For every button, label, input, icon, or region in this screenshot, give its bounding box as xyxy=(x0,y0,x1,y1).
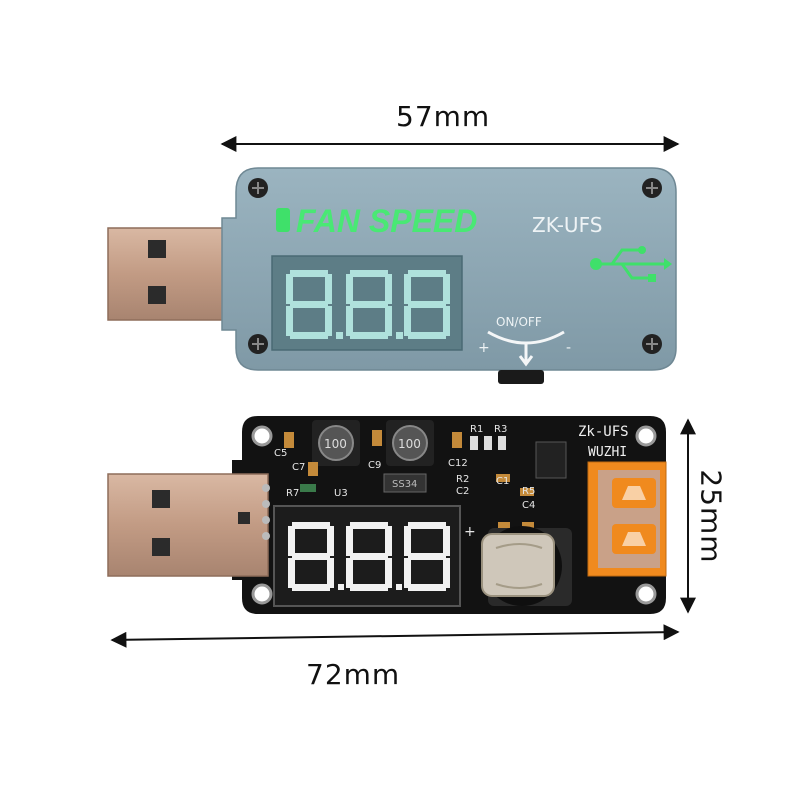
svg-text:C1: C1 xyxy=(496,476,509,487)
svg-text:+: + xyxy=(464,524,476,540)
bottom-device: 100 100 SS34 C5 C7 C9 C12 R7 xyxy=(107,416,696,614)
svg-text:C4: C4 xyxy=(522,500,535,511)
silkscreen-labels: C5 C7 C9 C12 R7 U3 R1 R3 R2 C1 C2 R5 C4 … xyxy=(274,424,535,540)
svg-text:R1: R1 xyxy=(470,424,483,435)
brand-label: WUZHI xyxy=(588,445,627,460)
screw-icon xyxy=(642,334,662,354)
svg-text:R2: R2 xyxy=(456,474,469,485)
diode-label: SS34 xyxy=(392,479,417,490)
inductor: 100 xyxy=(312,420,360,466)
screw-icon xyxy=(642,178,662,198)
top-model-label: ZK-UFS xyxy=(532,213,602,237)
potentiometer-knob[interactable] xyxy=(481,526,572,606)
svg-text:R3: R3 xyxy=(494,424,507,435)
seven-segment-digits xyxy=(288,522,450,591)
bottom-width-label: 72mm xyxy=(306,658,401,691)
ic-chip xyxy=(535,441,567,479)
top-device: FAN SPEED ZK-UFS xyxy=(107,167,677,384)
svg-text:C9: C9 xyxy=(368,460,381,471)
fan-speed-title: FAN SPEED xyxy=(296,203,477,239)
svg-text:R5: R5 xyxy=(522,486,535,497)
svg-text:U3: U3 xyxy=(334,488,348,499)
usb-plug-bottom xyxy=(107,473,269,577)
svg-text:C12: C12 xyxy=(448,458,468,469)
bottom-dimension-arrow xyxy=(110,624,680,648)
switch-label: ON/OFF xyxy=(496,315,542,329)
plus-sign: + xyxy=(478,340,490,356)
seven-segment-digits xyxy=(286,270,450,339)
height-label: 25mm xyxy=(694,469,728,564)
minus-sign: - xyxy=(566,340,571,356)
rotate-arrow-icon xyxy=(487,330,565,345)
svg-text:100: 100 xyxy=(398,437,421,451)
usb-plug-top xyxy=(107,227,231,321)
top-width-label: 57mm xyxy=(396,100,491,133)
svg-text:R7: R7 xyxy=(286,488,299,499)
svg-text:100: 100 xyxy=(324,437,347,451)
bottom-model-label: Zk-UFS xyxy=(578,424,629,440)
usb-symbol-icon xyxy=(590,246,672,282)
screw-icon xyxy=(248,178,268,198)
svg-text:C5: C5 xyxy=(274,448,287,459)
svg-text:C7: C7 xyxy=(292,462,305,473)
screw-icon xyxy=(248,334,268,354)
svg-text:C2: C2 xyxy=(456,486,469,497)
inductor: 100 xyxy=(386,420,434,466)
